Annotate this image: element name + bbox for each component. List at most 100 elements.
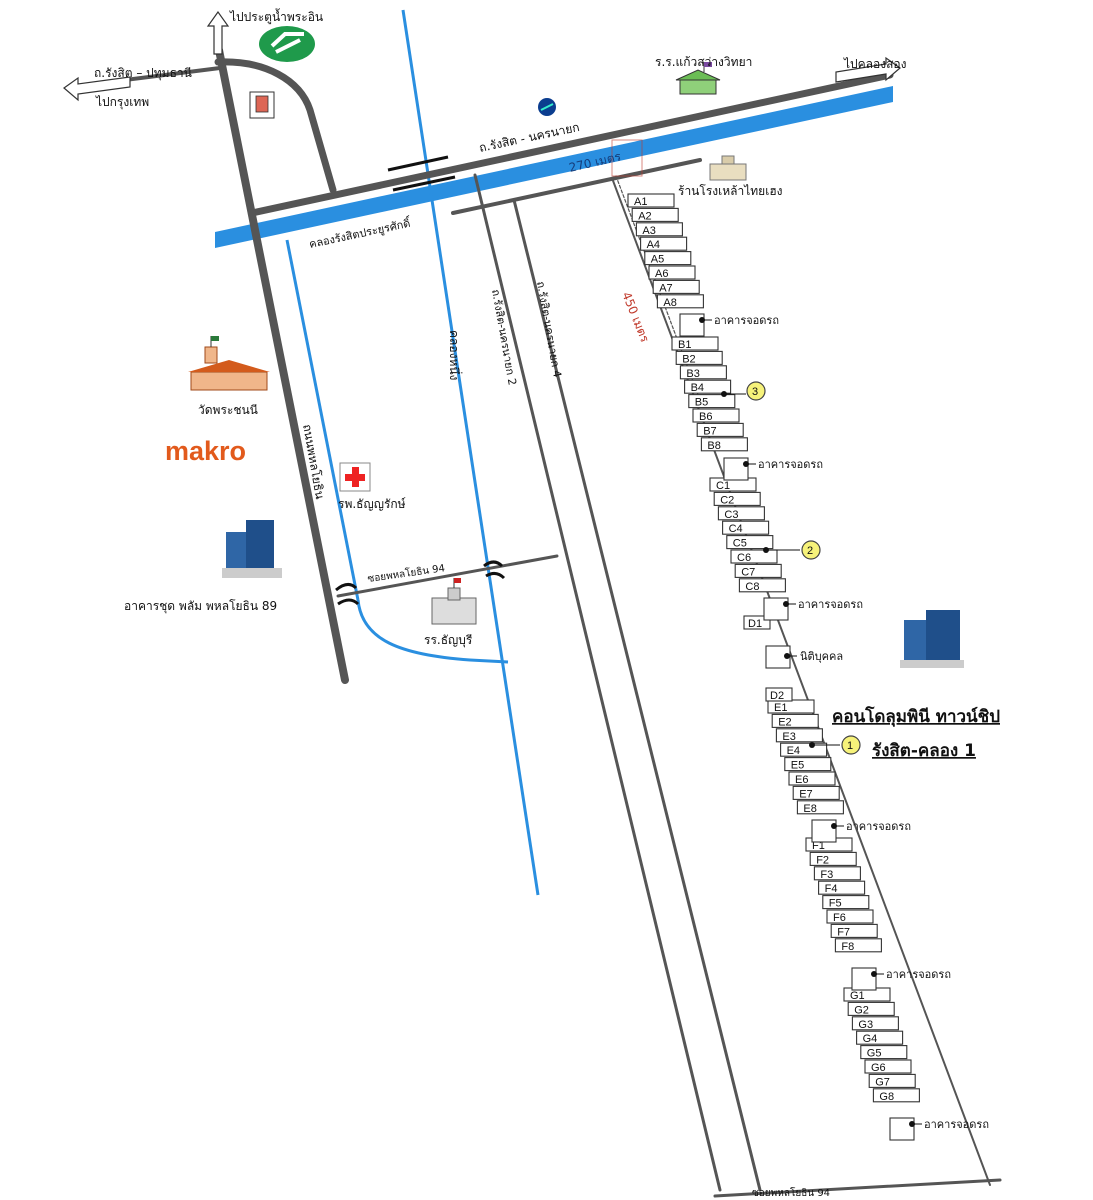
- building-label-e7: E7: [799, 788, 812, 800]
- marker-2-label: 2: [807, 545, 813, 557]
- building-label-f1: F1: [812, 840, 825, 852]
- building-a8: [656, 294, 704, 309]
- building-label-c6: C6: [737, 552, 751, 564]
- road-soi-2: [473, 173, 722, 1192]
- parking-label-b: อาคารจอดรถ: [758, 458, 823, 471]
- temple-icon: [188, 336, 270, 391]
- building-label-f5: F5: [829, 898, 842, 910]
- parking-c: [763, 597, 789, 621]
- building-f3: [813, 866, 861, 881]
- building-b8: [700, 437, 748, 452]
- makro-logo: makro: [165, 436, 246, 466]
- building-e3: [775, 728, 823, 743]
- building-label-c2: C2: [720, 494, 734, 506]
- building-a6: [648, 265, 696, 280]
- building-label-c5: C5: [733, 538, 747, 550]
- parking-e: [811, 819, 837, 843]
- building-b5: [688, 394, 736, 409]
- label-soi-94-bottom: ซอยพหลโยธิน 94: [752, 1186, 830, 1199]
- building-label-a3: A3: [642, 225, 655, 237]
- building-b4: [684, 379, 732, 394]
- building-e4: [780, 742, 828, 757]
- west-canal: [285, 239, 360, 601]
- marker-1: [841, 735, 861, 755]
- building-e8: [796, 800, 844, 815]
- label-hospital: รพ.ธัญญรักษ์: [338, 497, 406, 511]
- building-label-g2: G2: [854, 1004, 869, 1016]
- label-juristic: นิติบุคคล: [800, 650, 843, 663]
- direction-arrows: [63, 10, 901, 102]
- building-g8: [872, 1088, 920, 1103]
- south-canal: [356, 599, 509, 664]
- gas-station-icon: [259, 26, 315, 62]
- parking-g: [889, 1117, 915, 1141]
- building-label-c3: C3: [724, 509, 738, 521]
- building-a1: [627, 193, 675, 208]
- building-c2: [713, 491, 761, 506]
- building-label-g6: G6: [871, 1062, 886, 1074]
- building-f2: [809, 851, 857, 866]
- building-d2: [765, 687, 793, 702]
- hospital-icon: [339, 462, 371, 492]
- building-f4: [818, 880, 866, 895]
- label-wat: วัดพระชนนี: [198, 403, 258, 417]
- building-g2: [847, 1001, 895, 1016]
- building-label-b1: B1: [678, 339, 691, 351]
- marker-2: [801, 540, 821, 560]
- label-to-pathum: ถ.รังสิต – ปทุมธานี: [94, 66, 192, 81]
- building-f7: [830, 923, 878, 938]
- title-condo: คอนโดลุมพินี ทาวน์ชิป: [832, 706, 1000, 727]
- building-a5: [644, 251, 692, 266]
- building-label-g8: G8: [879, 1091, 894, 1103]
- building-e5: [784, 757, 832, 772]
- condo-lumpini-icon: [900, 610, 964, 668]
- building-g6: [864, 1059, 912, 1074]
- building-label-c7: C7: [741, 566, 755, 578]
- building-label-a4: A4: [647, 239, 660, 251]
- building-label-a8: A8: [663, 297, 676, 309]
- road-rangsit-nakhonnayok: [248, 71, 894, 217]
- road-soi-94-top: [336, 554, 559, 598]
- building-label-b5: B5: [695, 397, 708, 409]
- condo-buildings: A1A2A3A4A5A6A7A8B1B2B3B4B5B6B7B8C1C2C3C4…: [627, 193, 920, 1103]
- arrow-left-icon: [63, 76, 131, 102]
- building-label-a7: A7: [659, 282, 672, 294]
- building-label-e3: E3: [782, 731, 795, 743]
- building-label-b4: B4: [691, 382, 704, 394]
- label-khlong-nueng: คลองหนึ่ง: [447, 330, 463, 380]
- building-label-g5: G5: [867, 1048, 882, 1060]
- parking-label-f: อาคารจอดรถ: [886, 968, 951, 981]
- building-a3: [635, 222, 683, 237]
- building-f8: [834, 938, 882, 953]
- building-a4: [640, 236, 688, 251]
- road-soi-4: [512, 198, 762, 1192]
- khlong-nueng-canal: [401, 9, 540, 896]
- label-to-bangkok: ไปกรุงเทพ: [95, 95, 149, 110]
- school-thanyaburi-icon: [431, 578, 477, 625]
- building-label-c4: C4: [729, 523, 743, 535]
- arrow-up-icon: [206, 10, 230, 55]
- distance-270-line: [611, 139, 643, 177]
- building-label-f2: F2: [816, 854, 829, 866]
- road-to-phra-in: [214, 58, 337, 194]
- juristic-office: นิติบุคคล: [765, 645, 843, 669]
- marker-3: [746, 381, 766, 401]
- building-c6: [730, 549, 778, 564]
- building-e7: [792, 785, 840, 800]
- building-e2: [771, 713, 819, 728]
- parking-f: [851, 967, 877, 991]
- building-g5: [860, 1045, 908, 1060]
- label-to-phra-in: ไปประตูน้ำพระอิน: [229, 8, 323, 25]
- building-label-g3: G3: [858, 1019, 873, 1031]
- building-label-f6: F6: [833, 912, 846, 924]
- building-label-e4: E4: [787, 745, 800, 757]
- title-location: รังสิต-คลอง 1: [872, 741, 976, 761]
- building-a2: [631, 207, 679, 222]
- parking-b: [723, 457, 749, 481]
- shrine-icon-inner: [255, 95, 269, 113]
- building-g4: [856, 1030, 904, 1045]
- building-label-c8: C8: [745, 581, 759, 593]
- marker-1-label: 1: [847, 740, 853, 752]
- bank-icon-mark: [540, 103, 554, 111]
- building-label-f3: F3: [820, 869, 833, 881]
